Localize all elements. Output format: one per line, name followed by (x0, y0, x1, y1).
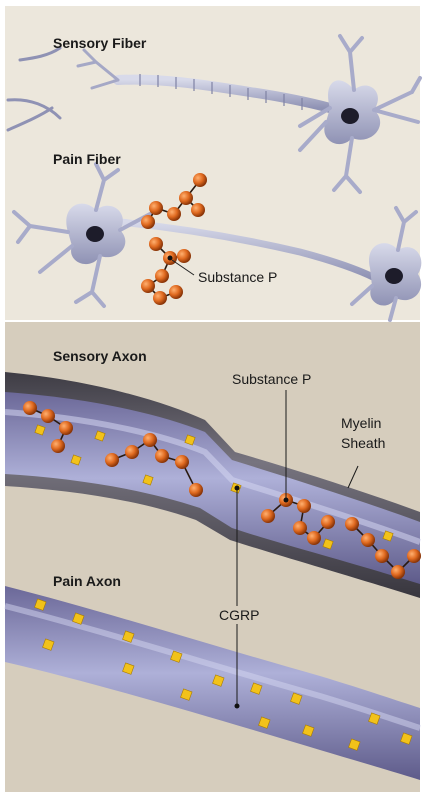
substance-p-molecule (191, 203, 205, 217)
substance-p-molecule (149, 237, 163, 251)
cgrp-marker (235, 486, 240, 491)
substance-p-marker (284, 498, 289, 503)
substance-p-molecule (23, 401, 37, 415)
substance-p-molecule (155, 449, 169, 463)
label-sensory-fiber: Sensory Fiber (53, 35, 147, 51)
label-myelin: Myelin (341, 415, 381, 431)
substance-p-molecule (141, 215, 155, 229)
substance-p-molecule (193, 173, 207, 187)
label-sensory-axon: Sensory Axon (53, 348, 147, 364)
label-cgrp: CGRP (219, 607, 259, 623)
substance-p-molecule (167, 207, 181, 221)
substance-p-molecule (177, 249, 191, 263)
substance-p-molecule (51, 439, 65, 453)
substance-p-molecule (361, 533, 375, 547)
substance-p-molecule (125, 445, 139, 459)
substance-p-molecule (321, 515, 335, 529)
substance-p-marker (168, 256, 173, 261)
substance-p-molecule (407, 549, 421, 563)
substance-p-molecule (375, 549, 389, 563)
substance-p-molecule (175, 455, 189, 469)
label-pain-axon: Pain Axon (53, 573, 121, 589)
substance-p-molecule (293, 521, 307, 535)
label-substance-p-bottom: Substance P (232, 371, 311, 387)
label-pain-fiber: Pain Fiber (53, 151, 121, 167)
substance-p-molecule (105, 453, 119, 467)
substance-p-molecule (59, 421, 73, 435)
substance-p-molecule (179, 191, 193, 205)
substance-p-molecule (297, 499, 311, 513)
label-sheath: Sheath (341, 435, 385, 451)
cgrp-marker (235, 704, 240, 709)
substance-p-molecule (345, 517, 359, 531)
substance-p-molecule (391, 565, 405, 579)
substance-p-molecule (307, 531, 321, 545)
substance-p-molecule (155, 269, 169, 283)
substance-p-molecule (41, 409, 55, 423)
label-substance-p-top: Substance P (198, 269, 277, 285)
substance-p-molecule (141, 279, 155, 293)
substance-p-molecule (169, 285, 183, 299)
substance-p-molecule (149, 201, 163, 215)
substance-p-molecule (261, 509, 275, 523)
substance-p-molecule (189, 483, 203, 497)
substance-p-molecule (153, 291, 167, 305)
substance-p-molecule (143, 433, 157, 447)
